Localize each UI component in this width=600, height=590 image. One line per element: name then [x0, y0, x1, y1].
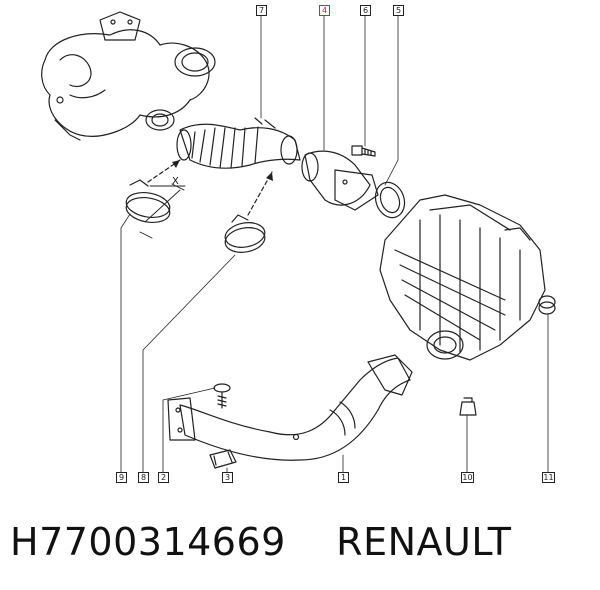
callout-2: 2	[158, 472, 169, 483]
hose-clamp-right	[224, 214, 266, 253]
grommet	[538, 295, 556, 315]
callout-5: 5	[393, 5, 404, 16]
callout-4: 4	[319, 5, 330, 16]
callout-10: 10	[461, 472, 474, 483]
callout-11: 11	[542, 472, 555, 483]
brand-name: RENAULT	[336, 520, 512, 564]
connecting-duct	[301, 150, 379, 211]
nut-clip	[209, 449, 237, 469]
callout-7: 7	[256, 5, 267, 16]
exploded-parts-diagram	[41, 11, 556, 473]
callout-8: 8	[138, 472, 149, 483]
corrugated-hose	[176, 117, 301, 169]
clip	[459, 397, 477, 416]
dimension-label-x: X	[172, 176, 179, 187]
hose-clamp-left	[125, 179, 171, 224]
part-number: H7700314669	[10, 520, 286, 564]
turbocharger	[41, 11, 216, 141]
callout-3: 3	[222, 472, 233, 483]
bolt	[351, 145, 376, 157]
intake-pipe	[167, 354, 413, 461]
leader-lines	[120, 15, 549, 473]
callout-6: 6	[360, 5, 371, 16]
air-filter-housing	[379, 194, 546, 361]
callout-9: 9	[116, 472, 127, 483]
callout-1: 1	[338, 472, 349, 483]
part-caption: H7700314669 RENAULT	[10, 520, 511, 564]
dimension-marks	[139, 183, 186, 239]
screw	[213, 383, 231, 409]
seal-ring	[374, 181, 406, 219]
